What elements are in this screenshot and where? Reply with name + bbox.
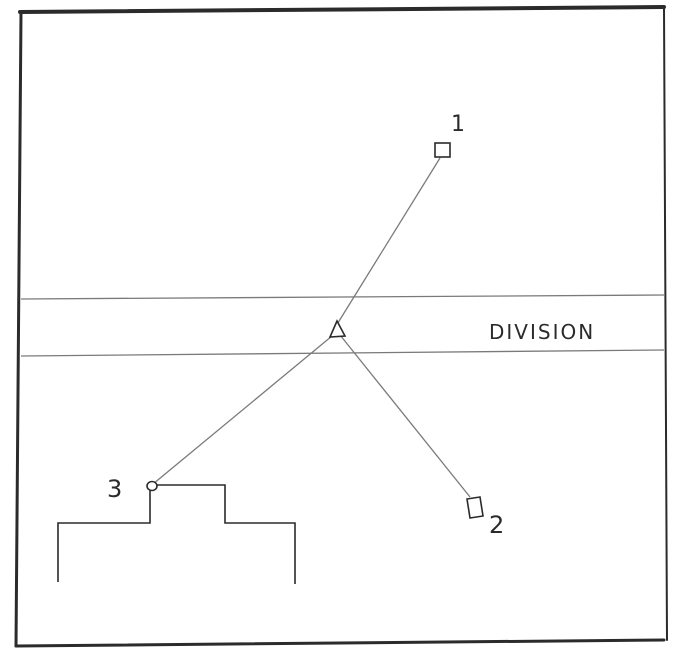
node-3-label: 3 <box>107 475 122 503</box>
frame-top-edge <box>18 5 666 14</box>
node-2-square <box>466 496 484 519</box>
line-hub-to-node3 <box>152 335 333 485</box>
node-2-label: 2 <box>489 511 504 539</box>
node-3-circle <box>146 480 158 492</box>
band-top-line <box>20 294 665 300</box>
frame-bottom-edge <box>14 638 666 648</box>
sketch-frame <box>14 5 668 648</box>
hub-triangle <box>328 319 347 338</box>
frame-right-edge <box>663 6 668 641</box>
node-1-square <box>434 142 451 158</box>
band-bottom-line <box>20 349 665 357</box>
division-label: DIVISION <box>489 320 595 344</box>
line-node1-to-hub <box>335 157 441 327</box>
frame-left-edge <box>14 10 23 648</box>
line-hub-to-node2 <box>335 329 471 498</box>
connection-lines <box>152 157 471 498</box>
stepped-structure <box>57 484 296 584</box>
division-band <box>20 294 665 357</box>
node-1-label: 1 <box>451 112 465 137</box>
